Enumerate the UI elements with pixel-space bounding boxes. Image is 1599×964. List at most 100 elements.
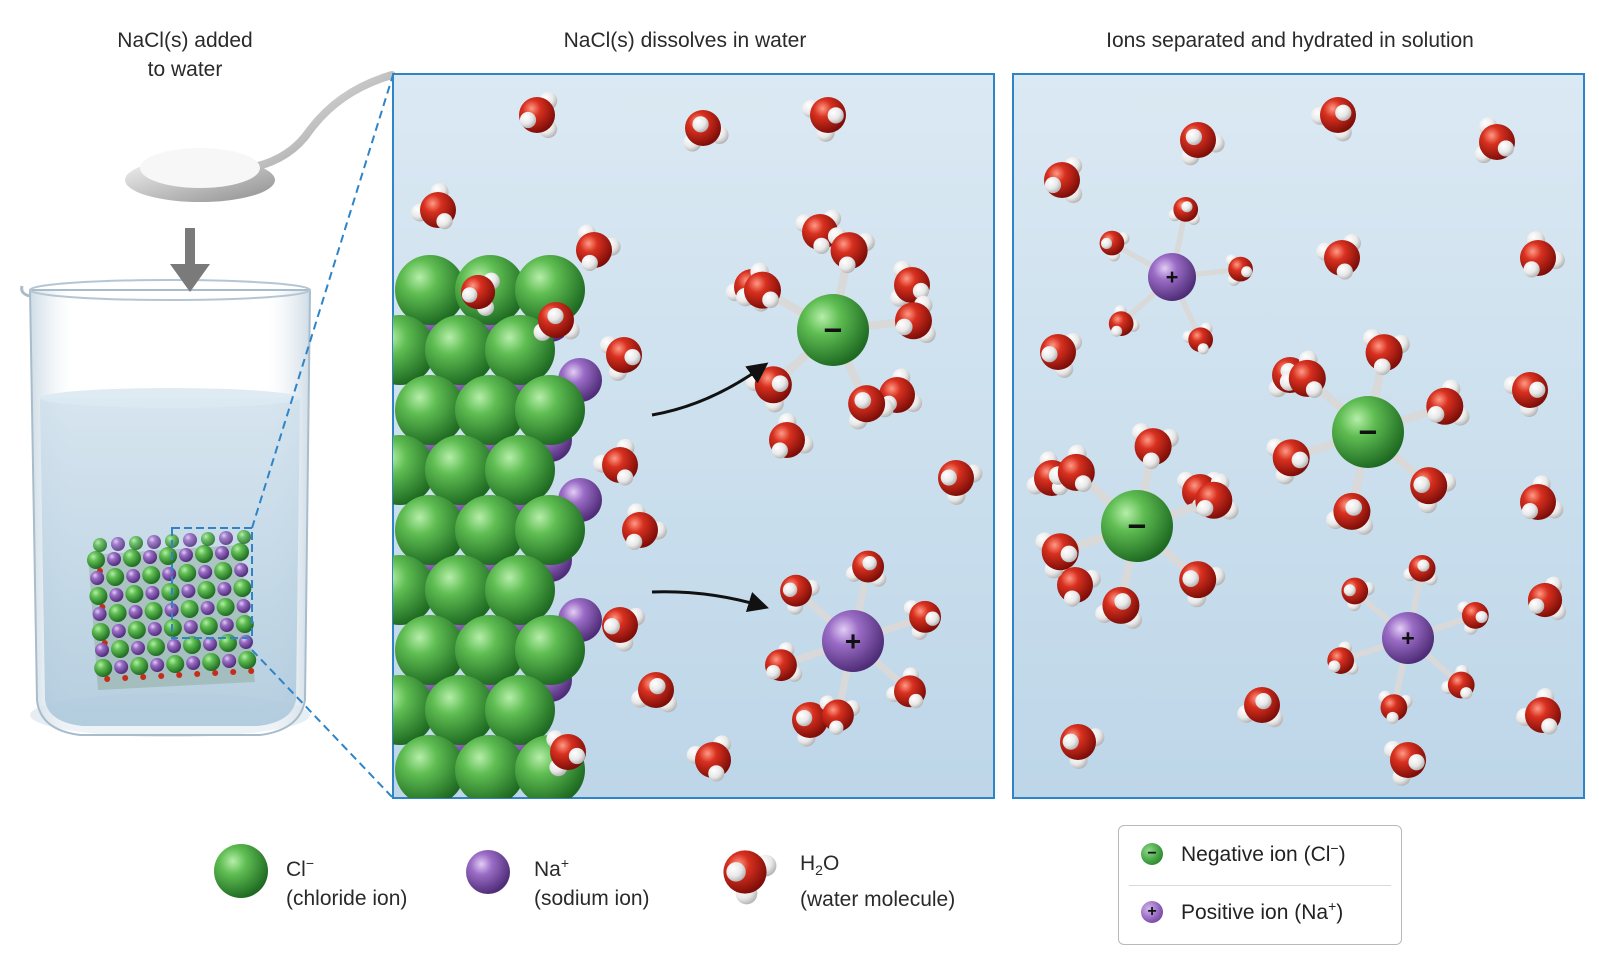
dissolve-arrow-sodium <box>651 590 770 613</box>
positive-sign: + <box>845 625 861 656</box>
water-molecule <box>894 295 936 344</box>
water-molecule <box>1099 230 1130 262</box>
chloride-ion <box>1101 490 1173 562</box>
hydrated-sodium-ion: + <box>1327 555 1489 724</box>
water-molecule <box>845 550 887 587</box>
water-molecule <box>736 262 781 309</box>
water-molecule <box>819 695 861 735</box>
legend-water: H2O (water molecule) <box>800 849 955 914</box>
chloride-atom <box>393 315 435 385</box>
caption-nacl-added: NaCl(s) added to water <box>117 29 253 81</box>
water-molecule <box>519 91 558 139</box>
water-molecule <box>1044 156 1083 204</box>
water-molecule <box>533 302 580 341</box>
water-molecule <box>802 97 846 142</box>
water-molecule <box>1279 350 1326 398</box>
chloride-atom <box>485 675 555 745</box>
chloride-atom <box>515 495 585 565</box>
chloride-atom <box>515 375 585 445</box>
water-molecule <box>890 260 930 307</box>
water-molecule <box>1341 577 1375 612</box>
chloride-atom <box>455 615 525 685</box>
water-molecule <box>1410 467 1457 514</box>
panel1-water-molecules <box>411 91 983 782</box>
spoon-handle <box>246 71 396 172</box>
negative-sign: − <box>1128 508 1147 544</box>
chloride-ion <box>797 294 869 366</box>
hydrated-chloride-ion: − <box>1035 423 1239 629</box>
chloride-atom <box>515 615 585 685</box>
chloride-atom <box>395 495 465 565</box>
water-molecule <box>769 413 814 459</box>
water-molecule <box>411 183 456 230</box>
water-molecule <box>848 385 894 430</box>
positive-ion-icon: + <box>1141 900 1163 923</box>
panel2-hydrated-ions: +−−+ <box>1035 197 1489 724</box>
water-molecule <box>1225 254 1253 286</box>
water-molecule <box>1237 687 1284 728</box>
zoom-line-bottom <box>251 649 394 799</box>
negative-sign: − <box>824 312 843 348</box>
chloride-ion <box>1332 396 1404 468</box>
water-molecule <box>795 209 842 254</box>
hydrated-sodium-ion: + <box>1099 197 1253 355</box>
water-molecule <box>1180 122 1225 166</box>
chloride-atom <box>485 435 555 505</box>
zoom-region <box>171 527 253 639</box>
water-name: (water molecule) <box>800 888 956 912</box>
nacl-lattice <box>393 255 602 798</box>
water-molecule <box>886 667 926 709</box>
water-molecule <box>1048 444 1095 492</box>
water-molecule <box>622 503 667 550</box>
water-molecule <box>1168 197 1200 225</box>
negative-ion-icon: − <box>1141 842 1163 865</box>
chloride-atom <box>425 315 495 385</box>
chloride-atom <box>485 555 555 625</box>
chloride-atom <box>455 375 525 445</box>
chloride-atom <box>425 555 495 625</box>
water-molecule <box>1195 473 1239 520</box>
water-molecule <box>1441 664 1475 700</box>
caption-ions-separated: Ions separated and hydrated in solution <box>1106 29 1474 52</box>
ion-key-divider <box>1129 885 1391 886</box>
chloride-atom <box>395 735 465 798</box>
sodium-ion <box>1382 612 1434 664</box>
legend-icons <box>214 844 777 905</box>
water-molecule <box>593 438 638 486</box>
water-molecule <box>1182 322 1214 355</box>
chloride-atom <box>425 435 495 505</box>
water-molecule <box>765 642 803 682</box>
water-molecule <box>1362 329 1410 376</box>
chloride-atom <box>395 255 465 325</box>
water-molecule <box>683 110 729 152</box>
legend-chloride: Cl− (chloride ion) <box>286 849 407 913</box>
water-molecule <box>1503 372 1548 417</box>
hydrated-sodium-ion: + <box>765 550 941 735</box>
chloride-legend-icon <box>214 844 268 898</box>
sodium-symbol: Na <box>534 858 561 881</box>
chloride-atom <box>395 375 465 445</box>
hydrated-chloride-ion: − <box>1266 329 1470 535</box>
chloride-charge: − <box>305 855 315 871</box>
water-molecule <box>1316 234 1361 280</box>
dissolve-arrow-chloride <box>651 362 769 417</box>
water-molecule <box>938 460 983 505</box>
sodium-charge: + <box>560 855 570 871</box>
water-molecule <box>599 336 642 381</box>
chloride-atom <box>393 555 435 625</box>
water-symbol-o: O <box>822 852 840 875</box>
water-molecule <box>1527 576 1567 621</box>
chloride-atom <box>455 495 525 565</box>
down-arrow-icon <box>170 264 210 292</box>
panel1-hydrated-ions: −+ <box>736 227 941 735</box>
water-molecule <box>827 227 875 274</box>
water-molecule <box>1403 555 1438 586</box>
chloride-atom <box>425 675 495 745</box>
water-symbol-h: H <box>800 852 816 875</box>
panel-hydrated <box>1012 73 1585 799</box>
zoom-line-top <box>251 74 394 529</box>
water-molecule <box>1327 641 1359 675</box>
water-molecule <box>1457 601 1489 635</box>
water-molecule <box>686 735 731 782</box>
water-subscript: 2 <box>815 862 823 879</box>
